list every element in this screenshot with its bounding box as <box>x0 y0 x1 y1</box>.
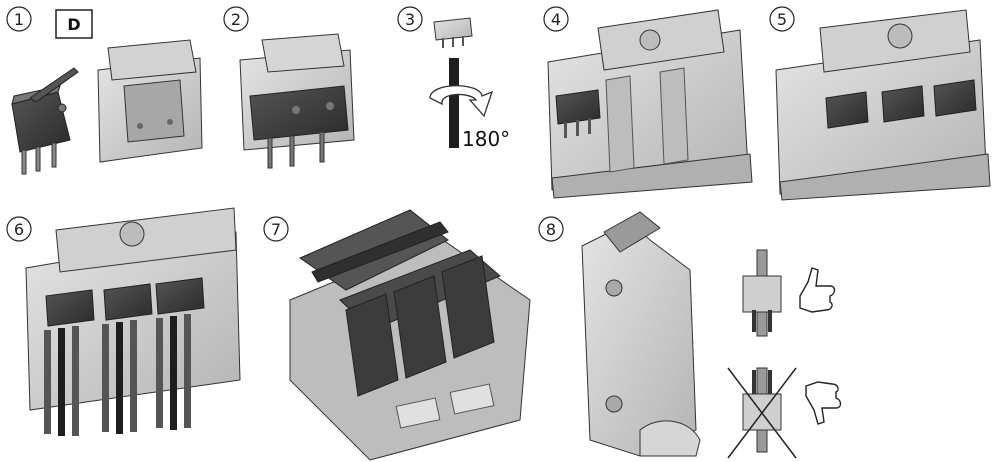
step-5-number-circle <box>769 6 795 32</box>
step-8-number: 8 <box>546 220 556 239</box>
step-7-number-circle <box>263 216 289 242</box>
step-3-number: 3 <box>405 10 415 29</box>
rotation-angle-label: 180° <box>462 127 510 151</box>
step-8: 8 <box>538 211 842 459</box>
step-6-number-circle <box>6 216 32 242</box>
side-handle-part <box>581 211 701 457</box>
bracket-part <box>97 39 203 163</box>
step-5: 5 <box>769 6 991 201</box>
base-with-wired-switches-part <box>25 207 241 436</box>
thumbs-up-icon <box>799 267 836 313</box>
step-4-number-circle <box>543 6 569 32</box>
step-1-label: D <box>67 15 80 34</box>
switch-in-bracket-part <box>239 33 355 169</box>
rotation-axis-rod <box>449 58 459 148</box>
step-3-number-circle <box>397 6 423 32</box>
step-8-number-circle <box>538 216 564 242</box>
step-1: 1 D <box>6 6 203 175</box>
incorrect-orientation <box>727 367 842 459</box>
fuse-switch-disconnector-part <box>289 209 531 461</box>
step-6: 6 <box>6 207 241 436</box>
step-7-number: 7 <box>271 220 281 239</box>
thumbs-down-icon <box>805 381 842 425</box>
step-2-number-circle <box>223 6 249 32</box>
step-7: 7 <box>263 209 531 461</box>
microswitch-part <box>11 67 79 175</box>
step-5-number: 5 <box>777 10 787 29</box>
step-4: 4 <box>543 6 753 199</box>
step-1-number-circle <box>6 6 32 32</box>
base-with-three-switches-part <box>775 9 991 201</box>
small-switch-part <box>433 17 473 48</box>
step-1-number: 1 <box>14 10 24 29</box>
step-4-number: 4 <box>551 10 561 29</box>
rotate-arrow-icon <box>429 85 494 118</box>
step-2-number: 2 <box>231 10 241 29</box>
step-6-number: 6 <box>14 220 24 239</box>
step-2: 2 <box>223 6 355 169</box>
base-with-first-switch-part <box>547 9 753 199</box>
step-1-label-box <box>55 9 93 39</box>
cross-icon-line-b <box>727 367 797 459</box>
step-3: 3 180° <box>397 6 510 151</box>
correct-orientation <box>742 249 836 337</box>
